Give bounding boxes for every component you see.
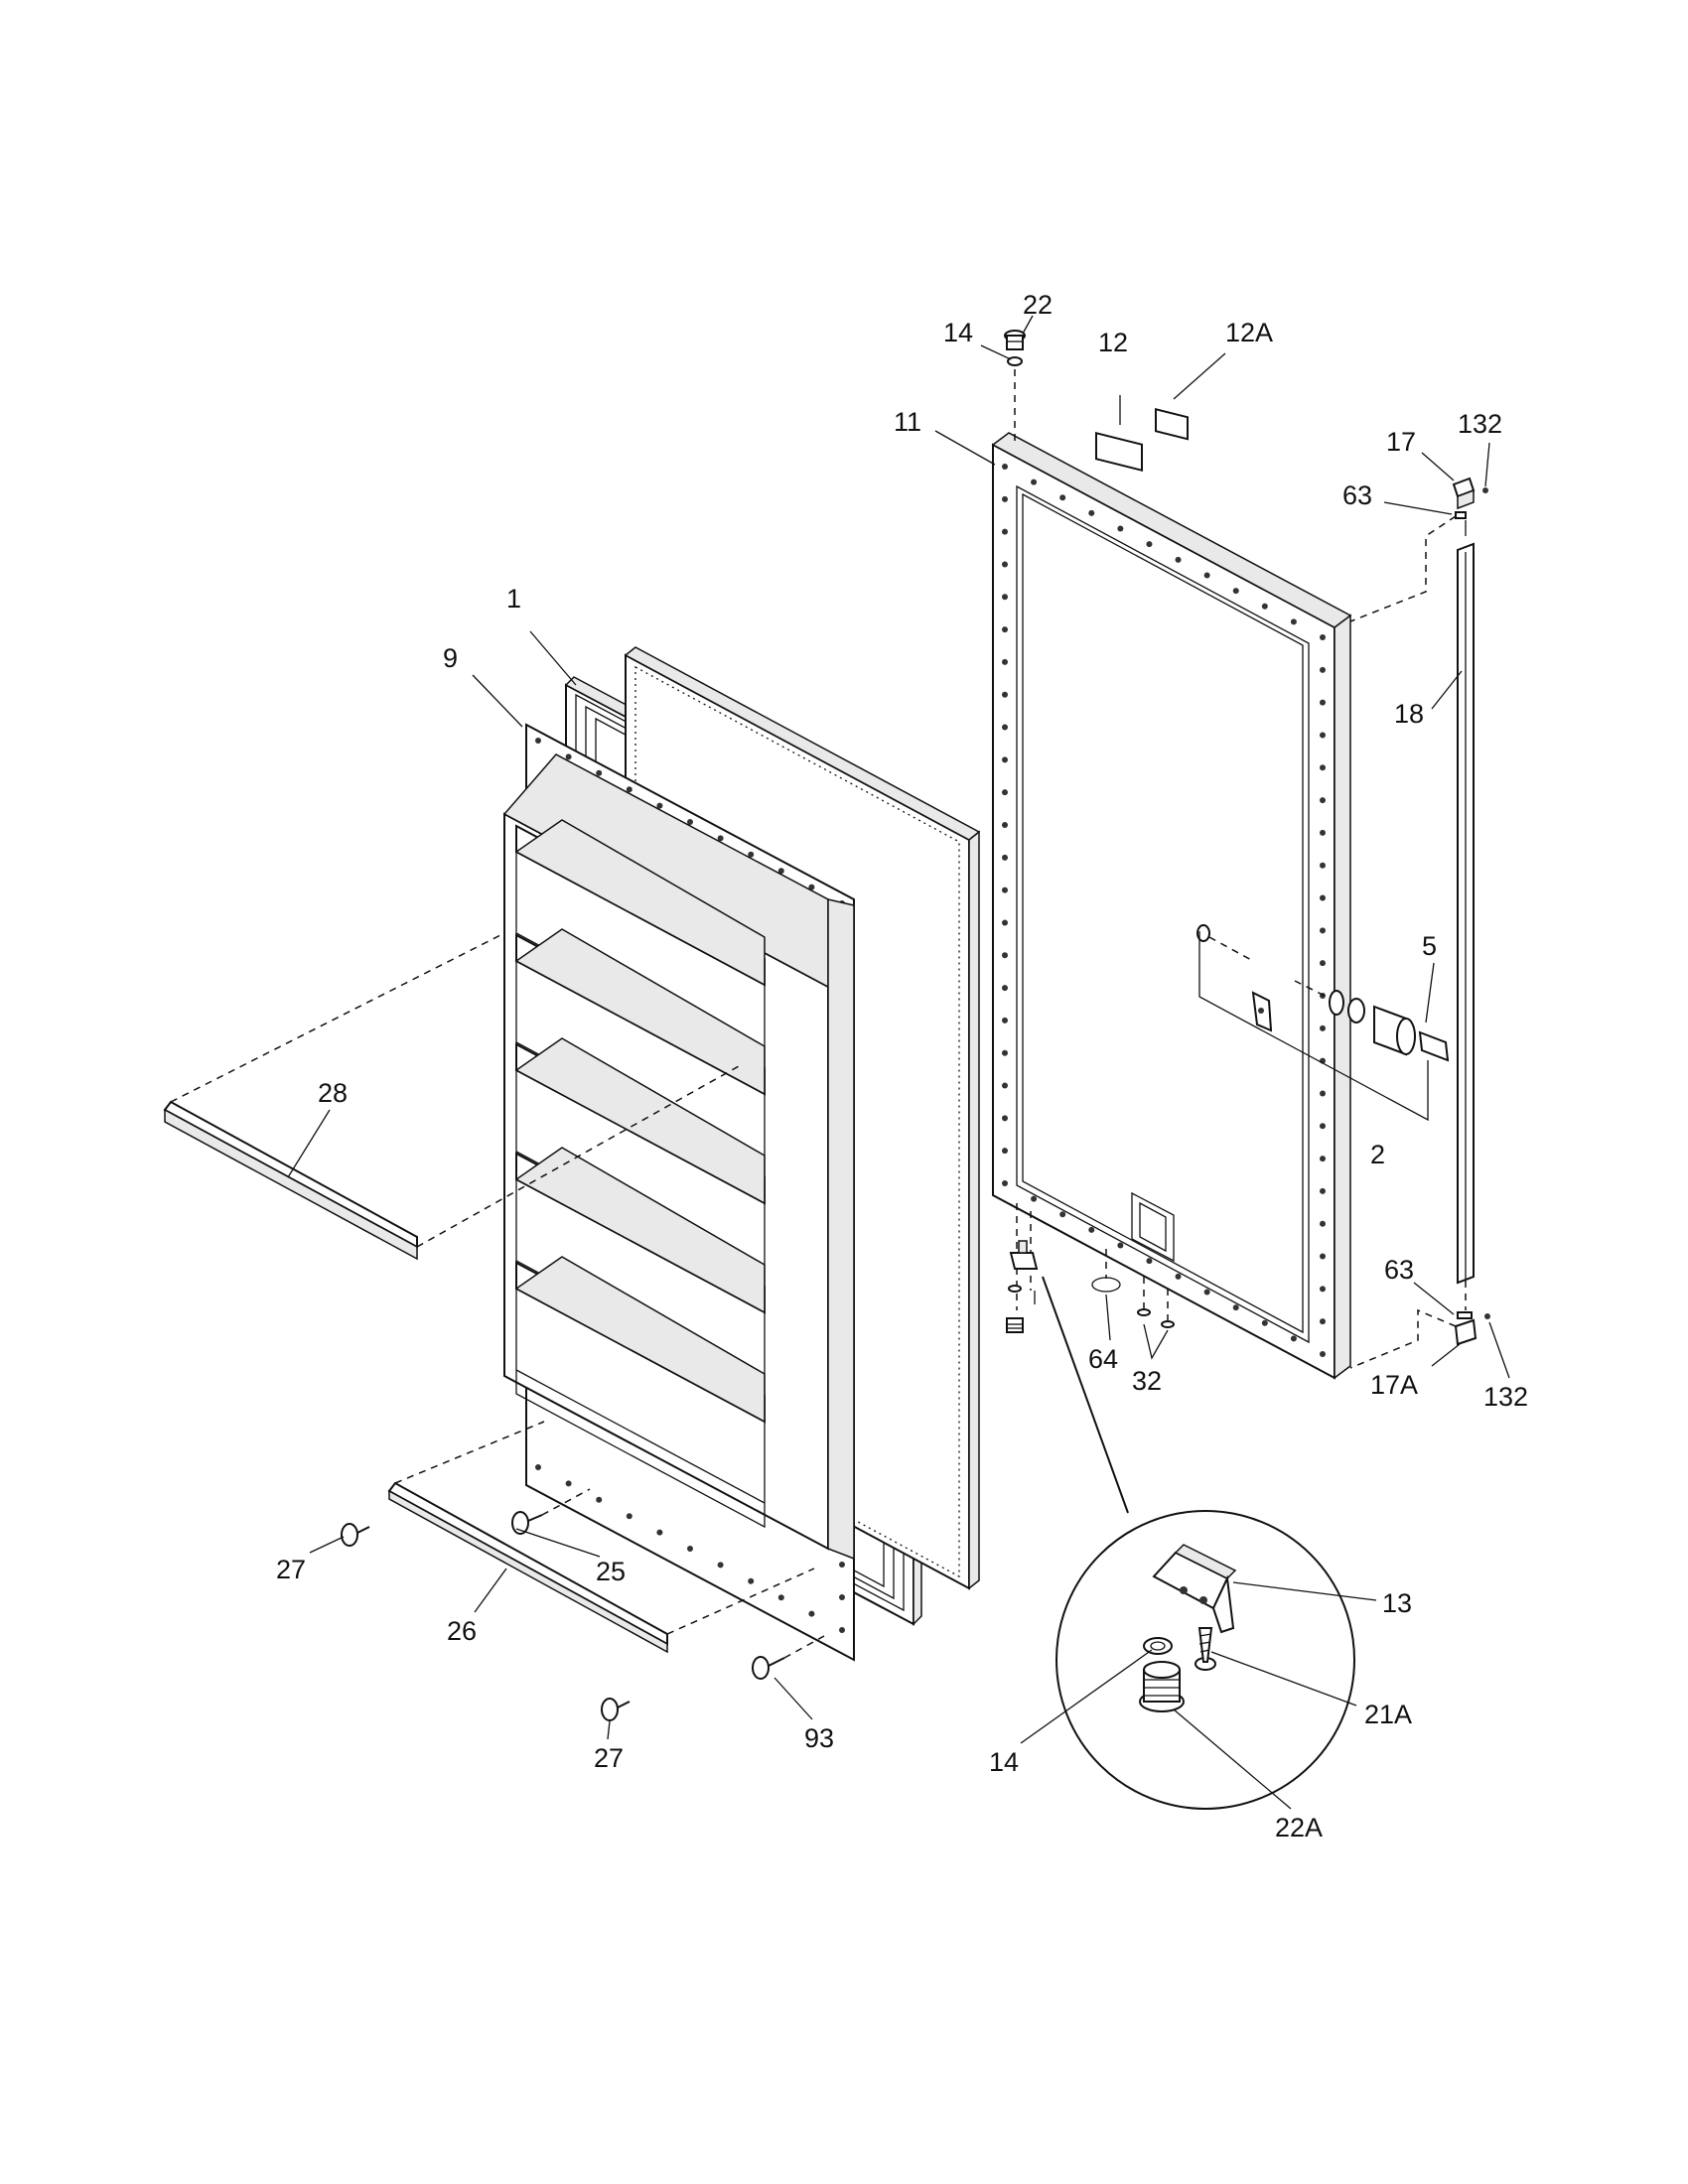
label-1: 1 (506, 584, 521, 614)
inner-door-liner (502, 753, 855, 1561)
bottom-hinge-hardware (1349, 1281, 1490, 1369)
label-11: 11 (894, 407, 921, 437)
bushing-22a (1139, 1661, 1185, 1712)
label-63-bottom: 63 (1384, 1255, 1414, 1285)
label-22-top: 22 (1023, 290, 1053, 320)
label-28: 28 (318, 1078, 348, 1108)
handle-bar (1457, 542, 1475, 1285)
label-25: 25 (596, 1557, 626, 1586)
shelf-rail-28 (163, 932, 740, 1261)
fasteners-lower (341, 1488, 825, 1721)
label-12a: 12A (1225, 318, 1273, 347)
label-9: 9 (443, 643, 458, 673)
label-32: 32 (1132, 1366, 1162, 1396)
label-17: 17 (1386, 427, 1416, 457)
label-63-top: 63 (1342, 480, 1372, 510)
leader-lines (287, 315, 1510, 1810)
label-26: 26 (447, 1616, 477, 1646)
label-14-top: 14 (943, 318, 973, 347)
label-132-bottom: 132 (1483, 1382, 1528, 1412)
panel-bottom-hinge (1006, 1203, 1175, 1514)
label-13: 13 (1382, 1588, 1412, 1618)
callout-labels: 1 9 11 12 12A 14 22 17 132 63 18 5 2 63 … (276, 290, 1528, 1843)
label-18: 18 (1394, 699, 1424, 729)
label-21a: 21A (1364, 1700, 1412, 1729)
hinge-detail-view (1055, 1510, 1355, 1810)
label-27-upper: 27 (276, 1555, 306, 1584)
shelf-rail-26 (387, 1421, 815, 1654)
washer-top (1007, 356, 1023, 366)
top-hinge-hardware (1004, 330, 1488, 622)
label-2: 2 (1370, 1140, 1385, 1169)
label-5: 5 (1422, 931, 1437, 961)
hinge-bushing-top (1004, 330, 1026, 350)
label-132-top: 132 (1458, 409, 1502, 439)
label-17a: 17A (1370, 1370, 1418, 1400)
lock-assembly (1196, 924, 1450, 1122)
label-27-lower: 27 (594, 1743, 624, 1773)
hinge-bushing-bottom (1006, 1317, 1024, 1333)
label-22a: 22A (1275, 1813, 1323, 1843)
screw-21a (1195, 1627, 1216, 1671)
label-93: 93 (804, 1723, 834, 1753)
label-12: 12 (1098, 328, 1128, 357)
outer-door-panel (991, 432, 1352, 1380)
label-64: 64 (1088, 1344, 1118, 1374)
label-14-detail: 14 (989, 1747, 1019, 1777)
